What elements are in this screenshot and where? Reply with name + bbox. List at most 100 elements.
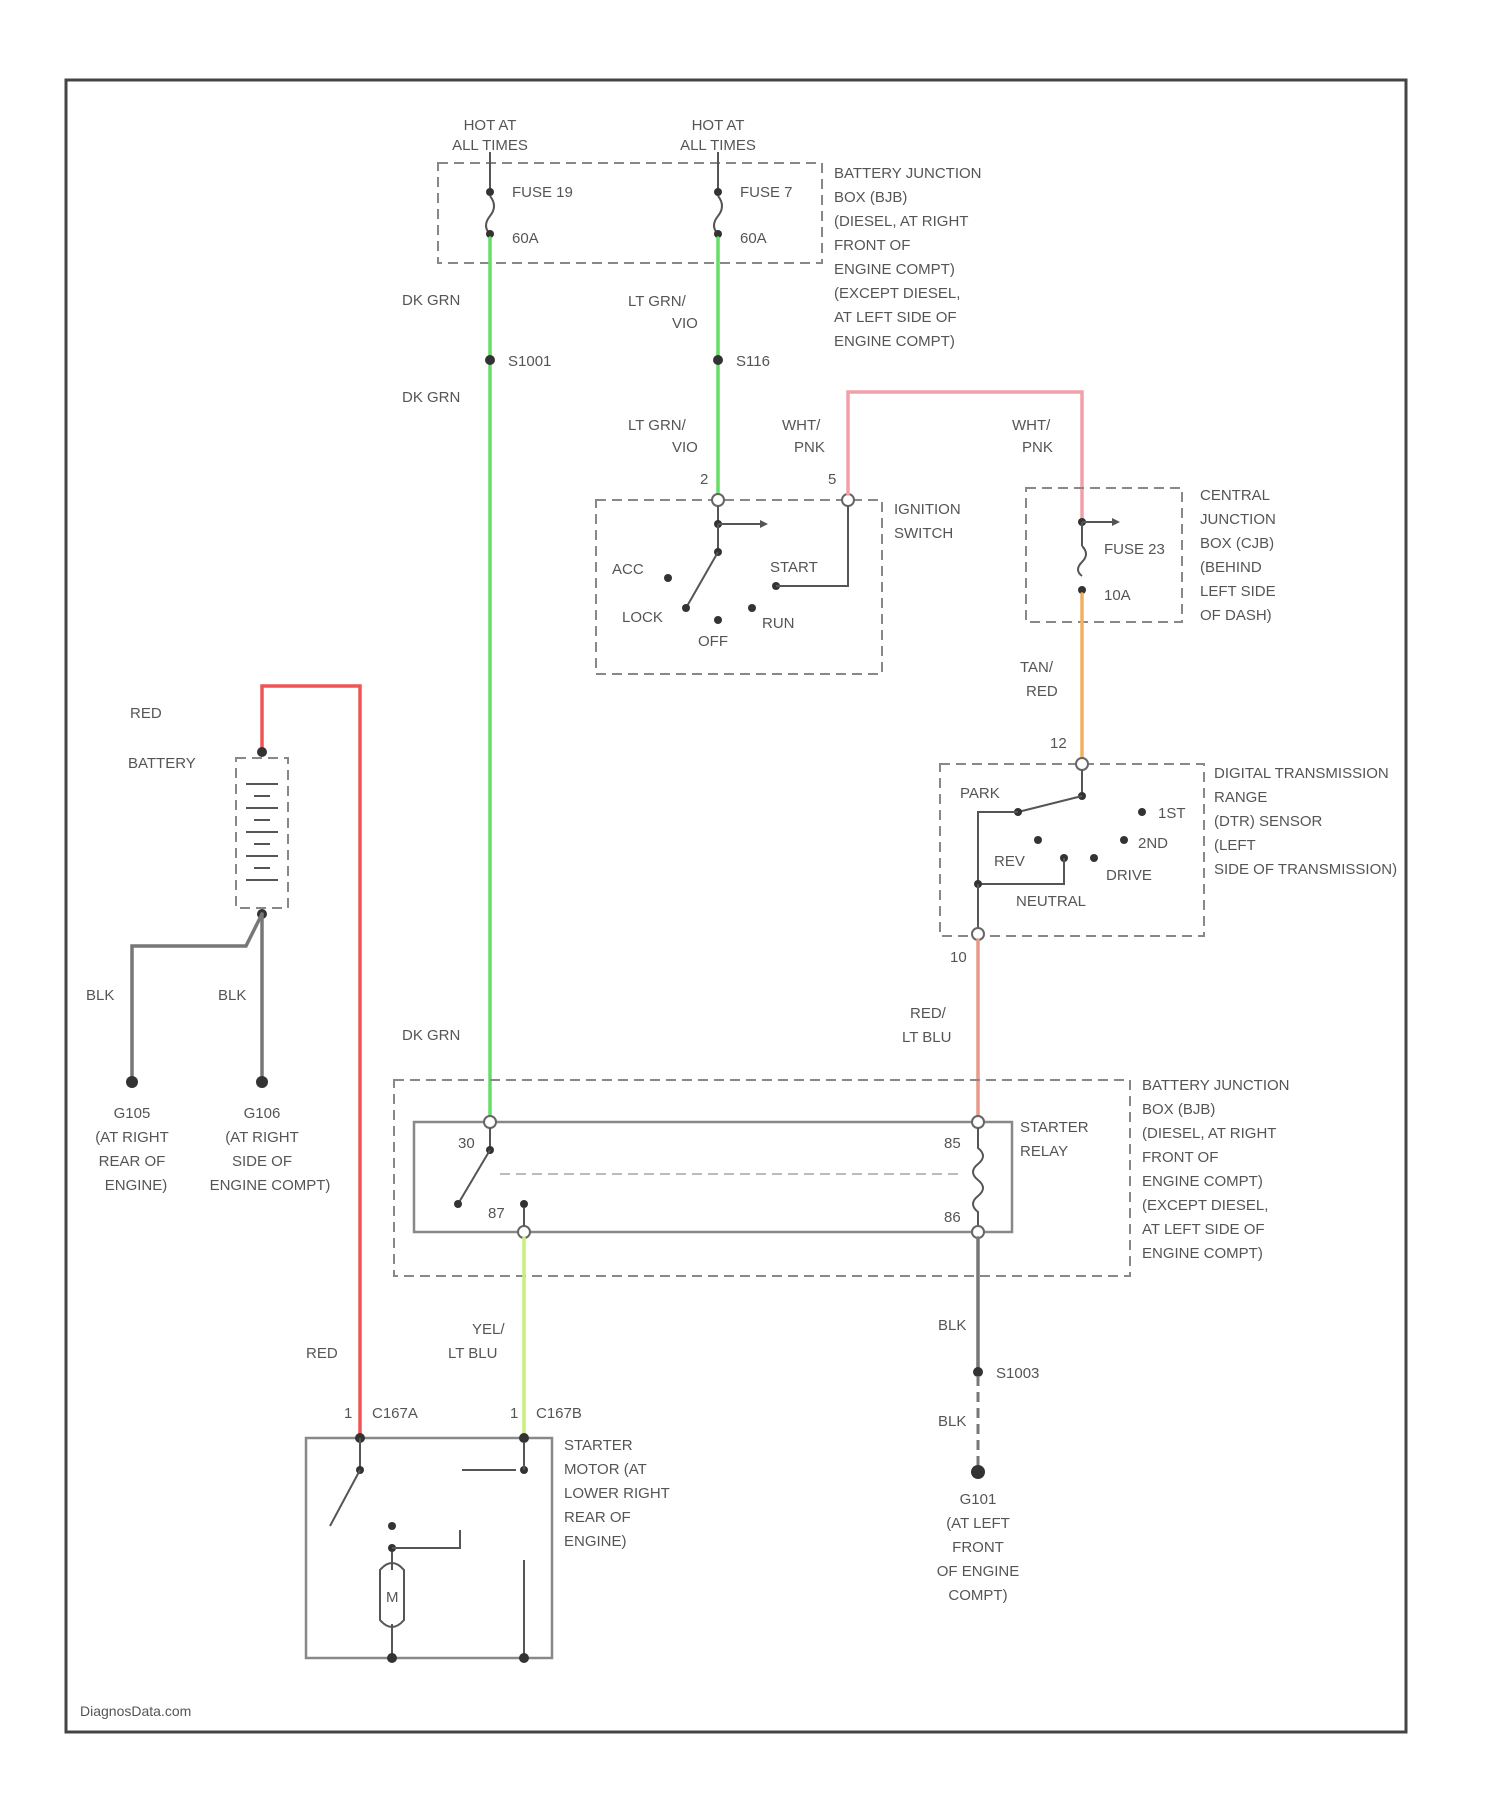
splice-s1001 [485,355,495,365]
dtr-drive-label: DRIVE [1106,867,1152,884]
motor-ground-dot-b [519,1653,529,1663]
dk-grn-label-3: DK GRN [402,1027,460,1044]
dtr-2nd-label: 2ND [1138,835,1168,852]
blk-label-1: BLK [86,987,114,1004]
svg-text:(BEHIND: (BEHIND [1200,559,1262,576]
svg-text:BOX (BJB): BOX (BJB) [834,189,907,206]
svg-text:AT LEFT SIDE OF: AT LEFT SIDE OF [1142,1221,1265,1238]
dtr-2nd-dot [1120,836,1128,844]
svg-text:RELAY: RELAY [1020,1143,1068,1160]
motor-connector-a: C167A [372,1405,418,1422]
ignition-acc-dot [664,574,672,582]
ground-g101-label: G101 (AT LEFT FRONT OF ENGINE COMPT) [937,1491,1020,1604]
svg-text:SIDE OF: SIDE OF [232,1153,292,1170]
dtr-pin-10: 10 [950,949,967,966]
relay-connector-30 [484,1116,496,1128]
svg-text:SWITCH: SWITCH [894,525,953,542]
svg-text:OF DASH): OF DASH) [1200,607,1272,624]
svg-text:WHT/: WHT/ [782,417,821,434]
svg-text:ENGINE COMPT): ENGINE COMPT) [210,1177,331,1194]
svg-text:IGNITION: IGNITION [894,501,961,518]
battery-positive-terminal [257,747,267,757]
ground-g105-dot [126,1076,138,1088]
svg-text:OF ENGINE: OF ENGINE [937,1563,1020,1580]
relay-pin-85: 85 [944,1135,961,1152]
relay-switch-tip [454,1200,462,1208]
svg-text:VIO: VIO [672,315,698,332]
svg-text:HOT AT: HOT AT [464,117,517,134]
ground-g106-dot [256,1076,268,1088]
svg-text:PNK: PNK [794,439,825,456]
svg-text:SIDE OF TRANSMISSION): SIDE OF TRANSMISSION) [1214,861,1397,878]
svg-text:(EXCEPT DIESEL,: (EXCEPT DIESEL, [1142,1197,1268,1214]
dtr-neutral-label: NEUTRAL [1016,893,1086,910]
relay-coil-icon [973,1128,983,1226]
yel-lt-blu-label: YEL/ LT BLU [448,1321,505,1362]
svg-text:ENGINE): ENGINE) [564,1533,627,1550]
svg-text:(AT RIGHT: (AT RIGHT [95,1129,169,1146]
svg-text:BATTERY JUNCTION: BATTERY JUNCTION [1142,1077,1290,1094]
bjb-bottom-label: BATTERY JUNCTION BOX (BJB) (DIESEL, AT R… [1142,1077,1290,1262]
dtr-park-label: PARK [960,785,1000,802]
dtr-blade [1018,796,1082,812]
svg-text:TAN/: TAN/ [1020,659,1054,676]
svg-text:STARTER: STARTER [564,1437,633,1454]
motor-red-label: RED [306,1345,338,1362]
motor-contact-dot [388,1522,396,1530]
dtr-sensor-label: DIGITAL TRANSMISSION RANGE (DTR) SENSOR … [1214,765,1397,878]
svg-text:LEFT SIDE: LEFT SIDE [1200,583,1276,600]
svg-text:ENGINE COMPT): ENGINE COMPT) [834,333,955,350]
fuse-19-terminal [486,188,494,196]
lt-grn-vio-label-1: LT GRN/ VIO [628,293,698,332]
hot-at-all-times-left: HOT AT ALL TIMES [452,117,528,154]
svg-text:(DTR) SENSOR: (DTR) SENSOR [1214,813,1323,830]
watermark: DiagnosData.com [80,1703,191,1719]
relay-87-contact [520,1200,528,1208]
ground-g105-label: G105 (AT RIGHT REAR OF ENGINE) [95,1105,169,1194]
wht-pnk-label-1: WHT/ PNK [782,417,825,456]
bjb-bottom-box [394,1080,1130,1276]
svg-text:LT BLU: LT BLU [902,1029,951,1046]
relay-switch-blade [458,1150,490,1204]
fuse-23-rating: 10A [1104,587,1131,604]
ignition-off-dot [714,616,722,624]
ignition-lock-label: LOCK [622,609,663,626]
tan-red-label: TAN/ RED [1020,659,1058,700]
svg-text:(AT RIGHT: (AT RIGHT [225,1129,299,1146]
relay-connector-85 [972,1116,984,1128]
ignition-switch-label: IGNITION SWITCH [894,501,961,542]
fuse-19-icon [486,196,494,234]
ignition-off-label: OFF [698,633,728,650]
dk-grn-label-2: DK GRN [402,389,460,406]
svg-text:RED: RED [1026,683,1058,700]
svg-text:AT LEFT SIDE OF: AT LEFT SIDE OF [834,309,957,326]
splice-s116-label: S116 [736,353,770,370]
svg-text:LT BLU: LT BLU [448,1345,497,1362]
ground-g106-label: G106 (AT RIGHT SIDE OF ENGINE COMPT) [210,1105,331,1194]
svg-text:BOX (BJB): BOX (BJB) [1142,1101,1215,1118]
svg-text:LT GRN/: LT GRN/ [628,417,687,434]
svg-text:VIO: VIO [672,439,698,456]
svg-text:JUNCTION: JUNCTION [1200,511,1276,528]
ignition-arrow-head [760,520,768,528]
dtr-1st-dot [1138,808,1146,816]
motor-pin-1b: 1 [510,1405,518,1422]
motor-m-label: M [386,1589,399,1606]
fuse-23-icon [1078,546,1086,576]
cjb-arrow-head [1112,518,1120,526]
svg-text:RED/: RED/ [910,1005,947,1022]
dtr-rev-dot [1034,836,1042,844]
svg-text:ENGINE COMPT): ENGINE COMPT) [1142,1245,1263,1262]
fuse-19-rating: 60A [512,230,539,247]
svg-text:STARTER: STARTER [1020,1119,1089,1136]
splice-s1003 [973,1367,983,1377]
relay-pin-87: 87 [488,1205,505,1222]
dtr-rev-label: REV [994,853,1025,870]
svg-text:ENGINE COMPT): ENGINE COMPT) [1142,1173,1263,1190]
bjb-top-label: BATTERY JUNCTION BOX (BJB) (DIESEL, AT R… [834,165,982,350]
svg-text:(LEFT: (LEFT [1214,837,1256,854]
dtr-pin-12: 12 [1050,735,1067,752]
motor-terminal-b [519,1433,529,1443]
battery-red-wire [262,686,360,1438]
wht-pnk-wire [848,392,1082,520]
